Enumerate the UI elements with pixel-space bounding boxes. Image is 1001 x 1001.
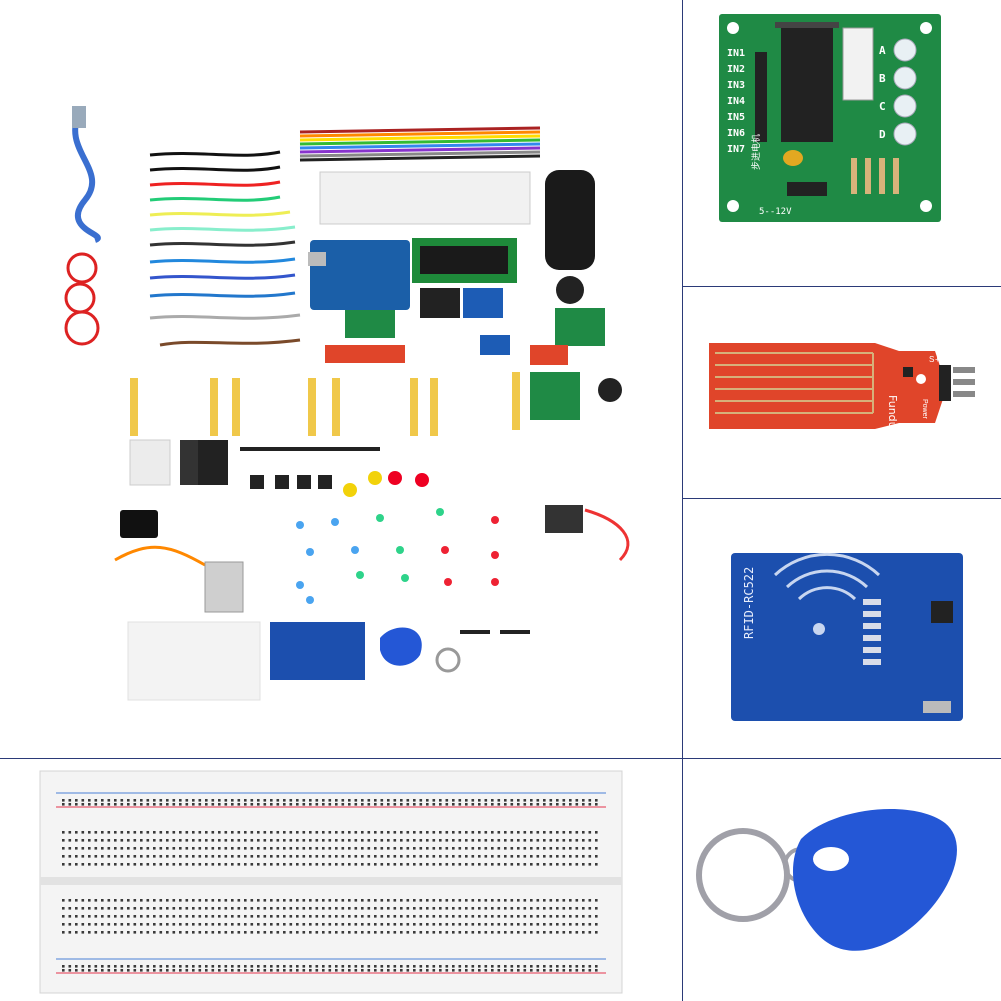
kit-overview-panel xyxy=(64,106,630,701)
input-label-2: IN2 xyxy=(727,64,745,75)
divider-vertical xyxy=(682,0,683,1001)
key-fob-panel xyxy=(683,759,1001,1001)
input-label-5: IN5 xyxy=(727,112,745,123)
rfid-panel: RFID-RC522 xyxy=(683,499,1001,758)
led-label-a: A xyxy=(879,44,886,57)
brand-label: Funduino xyxy=(886,395,899,446)
input-label-1: IN1 xyxy=(727,48,745,59)
pin-label-s: S xyxy=(929,355,934,364)
pin-label-minus: - xyxy=(941,355,944,364)
rfid-board: RFID-RC522 xyxy=(731,552,963,721)
breadboard-image xyxy=(39,770,623,994)
water-sensor-panel: Funduino S + - Power xyxy=(683,287,1001,498)
divider-horizontal-2 xyxy=(682,498,1001,499)
stepper-driver-board: IN1 IN2 IN3 IN4 IN5 IN6 IN7 A B C D 5--1… xyxy=(719,14,941,222)
input-label-7: IN7 xyxy=(727,144,745,155)
kit-overview-image xyxy=(64,106,630,701)
breadboard-panel xyxy=(0,759,682,1001)
divider-horizontal-3 xyxy=(0,758,1001,759)
water-sensor-board: Funduino S + - Power xyxy=(709,343,975,446)
divider-horizontal-1 xyxy=(682,286,1001,287)
led-label-d: D xyxy=(879,128,886,141)
voltage-label: 5--12V xyxy=(759,207,792,217)
led-column xyxy=(893,38,917,146)
input-label-6: IN6 xyxy=(727,128,745,139)
led-label-c: C xyxy=(879,100,886,113)
pin-label-plus: + xyxy=(935,355,940,364)
chinese-label: 步进电机 xyxy=(750,134,761,170)
input-label-4: IN4 xyxy=(727,96,745,107)
led-label-b: B xyxy=(879,72,886,85)
power-label: Power xyxy=(921,399,928,420)
input-label-3: IN3 xyxy=(727,80,745,91)
breadboard-holes xyxy=(62,799,598,972)
rfid-model-label: RFID-RC522 xyxy=(742,567,756,639)
stepper-driver-panel: IN1 IN2 IN3 IN4 IN5 IN6 IN7 A B C D 5--1… xyxy=(683,0,1001,286)
key-fob-image xyxy=(696,809,957,951)
